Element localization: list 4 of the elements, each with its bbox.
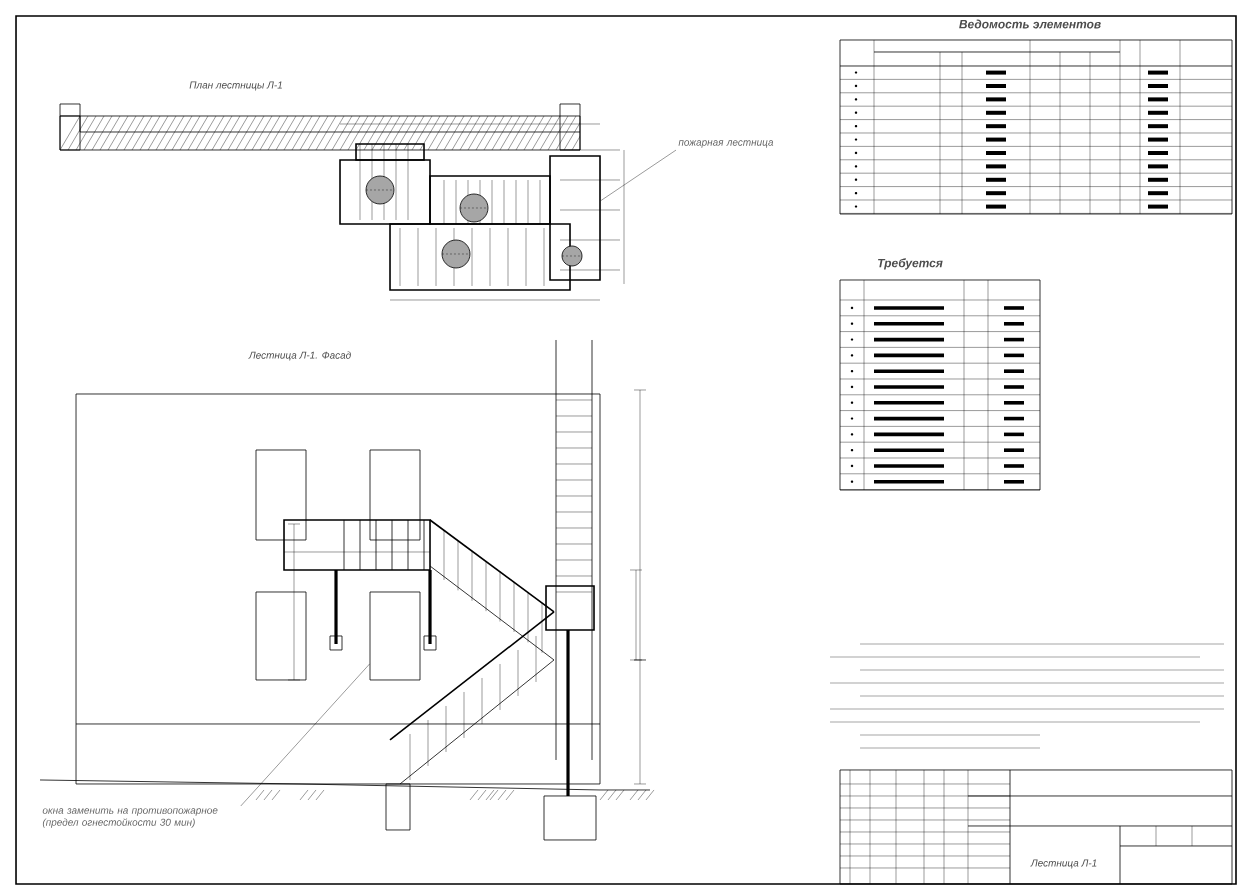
leader-line (600, 149, 677, 201)
leader-line (240, 663, 370, 807)
window-outline (369, 591, 421, 681)
landing-outline (549, 155, 601, 281)
